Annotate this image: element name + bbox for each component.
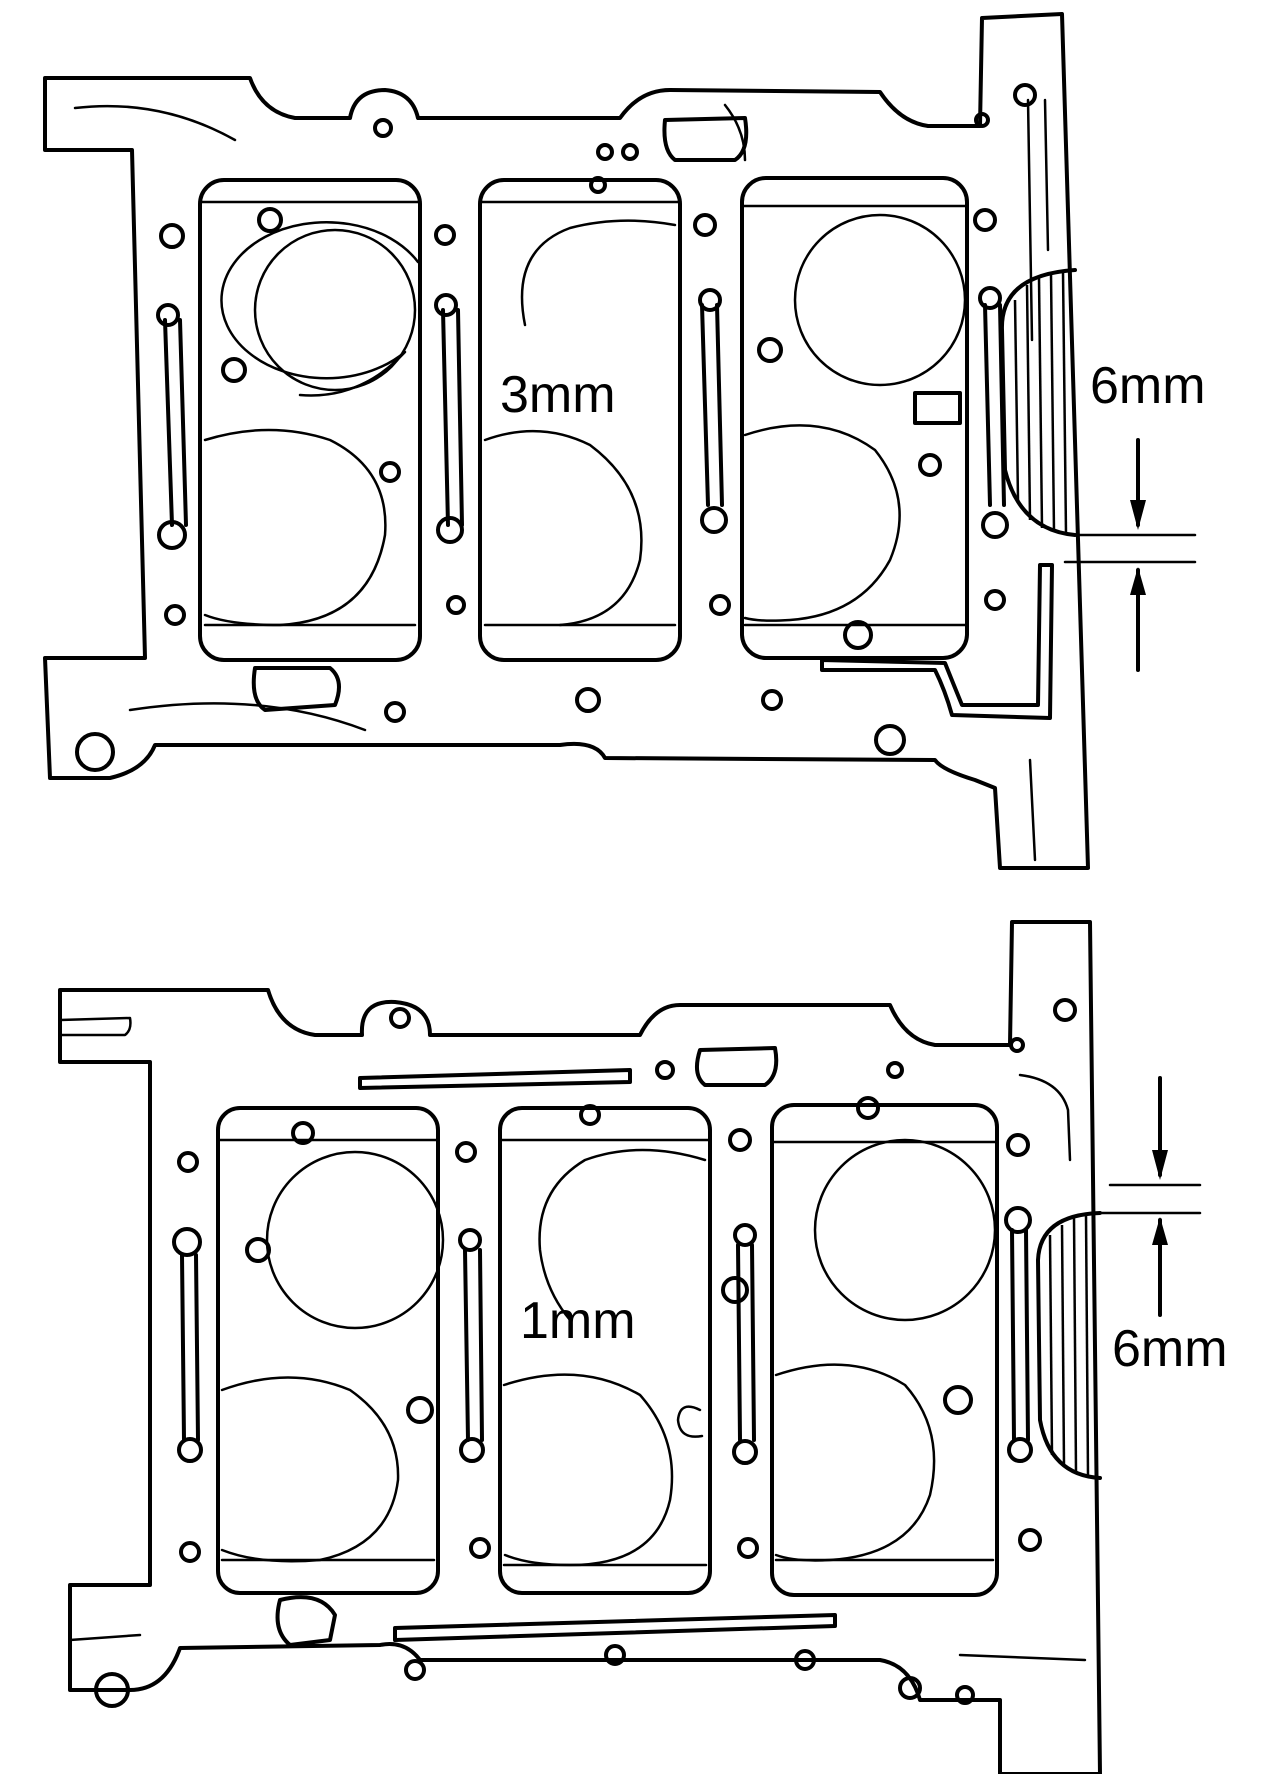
bottom-side-label: 6mm — [1112, 1320, 1228, 1378]
top-upper-boss — [662, 116, 749, 162]
bottom-valve-lower-2 — [502, 1373, 674, 1567]
bottom-lower-edge-right — [958, 1653, 1087, 1662]
bottom-small-arc — [676, 1405, 704, 1438]
top-window-3 — [740, 176, 969, 660]
top-upper-boss-trim — [723, 103, 747, 162]
bottom-window-3 — [770, 1103, 999, 1597]
bottom-lower-edge-left — [68, 1633, 142, 1642]
bottom-valve-upper-1 — [265, 1150, 445, 1330]
top-gasket-outline — [43, 12, 1090, 870]
top-valve-upper-1 — [220, 220, 420, 397]
bottom-center-label: 1mm — [520, 1292, 636, 1350]
top-right-rail-b — [1043, 98, 1050, 252]
top-valve-upper-3 — [793, 213, 967, 387]
bottom-valve-lower-3 — [774, 1363, 936, 1562]
top-right-rail-c — [1028, 758, 1037, 862]
bottom-bolt-slots — [172, 1206, 1033, 1465]
top-bolt-holes — [75, 83, 1037, 772]
bottom-bolt-holes — [94, 998, 1077, 1708]
top-valve-lower-1 — [203, 428, 387, 627]
bottom-lower-rail — [393, 1613, 837, 1642]
top-center-label: 3mm — [500, 366, 616, 424]
bottom-gasket-diagram: 1mm 6mm — [58, 920, 1228, 1774]
top-lower-boss — [251, 666, 341, 712]
top-right-rail-a — [1026, 98, 1034, 342]
bottom-left-tab — [58, 1016, 132, 1037]
bottom-valve-lower-1 — [220, 1376, 400, 1563]
top-dimension-marker — [1063, 438, 1197, 672]
bottom-valve-upper-2 — [538, 1148, 707, 1322]
top-valve-upper-2 — [520, 219, 677, 327]
top-small-tab — [913, 391, 962, 425]
bottom-gasket-outline — [58, 920, 1102, 1774]
top-bolt-slots — [156, 286, 1009, 550]
top-valve-lower-2 — [483, 429, 643, 627]
bottom-upper-boss — [694, 1046, 779, 1087]
top-valve-lower-3 — [743, 424, 901, 622]
bottom-upper-rail — [358, 1068, 632, 1090]
bottom-lower-boss — [275, 1595, 337, 1647]
top-gasket-upper-edge — [73, 104, 237, 142]
top-window-2 — [478, 178, 682, 662]
bottom-window-1 — [216, 1106, 440, 1595]
top-side-label: 6mm — [1090, 357, 1206, 415]
top-window-1 — [198, 178, 422, 662]
top-bent-pipe — [820, 563, 1054, 720]
bottom-upper-edge-right — [1018, 1073, 1072, 1162]
bottom-valve-upper-3 — [813, 1138, 997, 1322]
bottom-window-2 — [498, 1106, 712, 1595]
top-hatched-area — [999, 268, 1077, 537]
top-gasket-lower-edge — [128, 702, 367, 732]
top-valve-upper-1-full — [253, 228, 417, 392]
bottom-hatched-area — [1036, 1211, 1102, 1480]
bottom-dimension-marker — [1098, 1076, 1202, 1317]
top-gasket-diagram: 3mm 6mm — [43, 12, 1206, 870]
